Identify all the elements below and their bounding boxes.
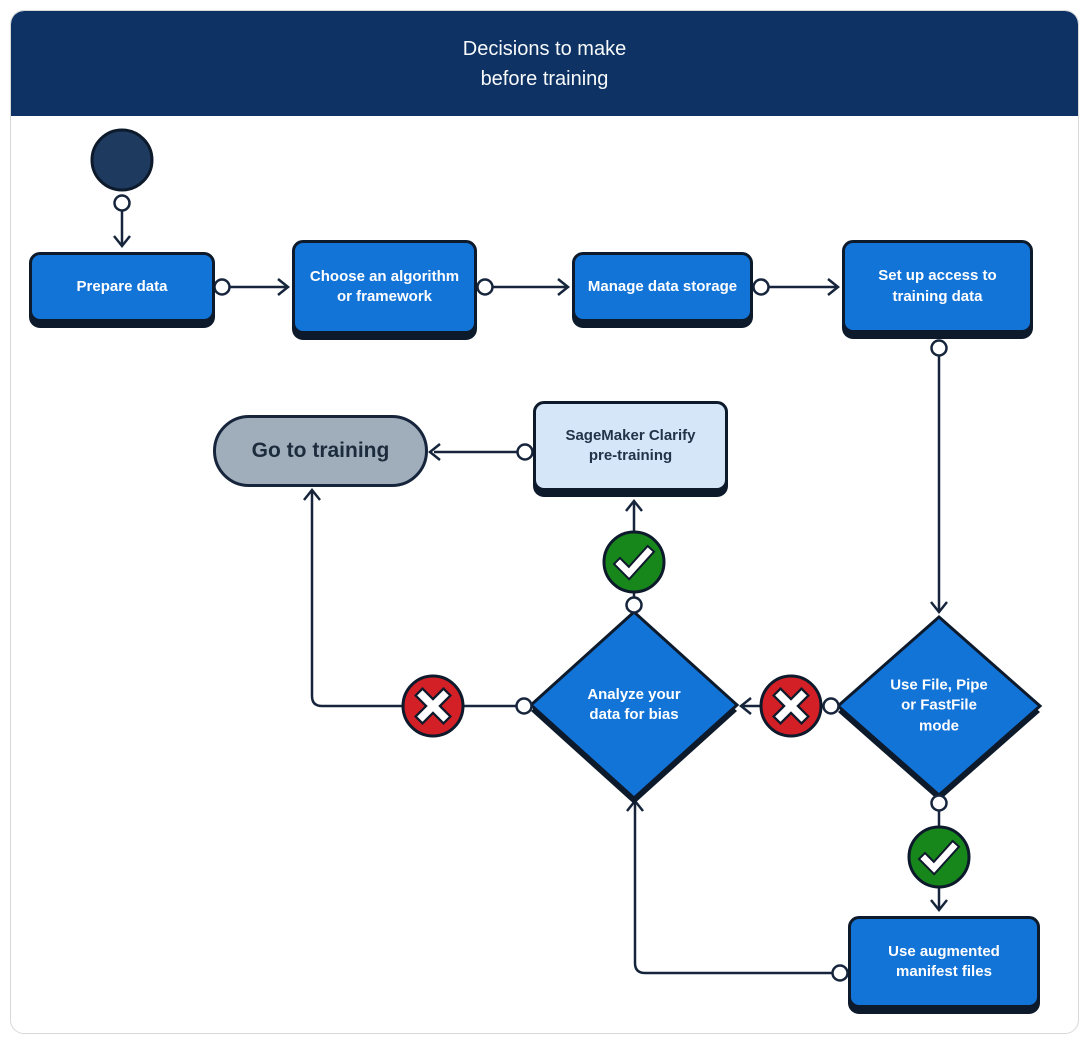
diagram-page: Decisions to make before training [10, 10, 1079, 1034]
node-sagemaker-clarify[interactable]: SageMaker Clarify pre-training [533, 401, 728, 491]
connector-port [516, 443, 534, 461]
node-label: SageMaker Clarify pre-training [565, 426, 696, 464]
diagram-header: Decisions to make before training [11, 11, 1078, 116]
edge-prepare-to-choose [230, 278, 291, 296]
edge-analyze-no-to-gotraining [303, 487, 516, 708]
connector-port [752, 278, 770, 296]
cross-icon [775, 690, 807, 722]
connector-port [113, 194, 131, 212]
node-label: Choose an algorithm or framework [309, 267, 460, 305]
node-label: Prepare data [76, 277, 168, 295]
edge-start-to-prepare [113, 211, 131, 249]
yes-badge-clarify [602, 530, 666, 594]
yes-badge-augmented [907, 825, 971, 889]
edges [113, 211, 948, 975]
connector-port [213, 278, 231, 296]
node-label: Use augmented manifest files [888, 942, 1000, 980]
edge-manage-to-setup [769, 278, 841, 296]
connector-ports [113, 194, 948, 982]
start-node-circle [90, 128, 154, 192]
connector-port [515, 697, 533, 715]
diagram-title: Decisions to make before training [462, 37, 627, 90]
node-setup-access[interactable]: Set up access to training data [842, 240, 1033, 333]
node-go-to-training[interactable]: Go to training [213, 415, 428, 487]
connector-port [930, 339, 948, 357]
node-augmented-manifest[interactable]: Use augmented manifest files [848, 916, 1040, 1008]
cross-icon [417, 690, 449, 722]
node-prepare-data[interactable]: Prepare data [29, 252, 215, 322]
check-icon [615, 547, 653, 578]
edge-augmented-to-analyze [626, 798, 832, 975]
check-icon [920, 842, 958, 873]
node-choose-algorithm[interactable]: Choose an algorithm or framework [292, 240, 477, 334]
connector-port [831, 964, 849, 982]
connector-port [822, 697, 840, 715]
node-manage-data-storage[interactable]: Manage data storage [572, 252, 753, 322]
node-label: Set up access to training data [878, 267, 997, 305]
edge-choose-to-manage [493, 278, 571, 296]
no-badge-right [759, 674, 823, 738]
decision-file-pipe-fastfile[interactable] [835, 615, 1043, 801]
decision-analyze-bias[interactable] [528, 609, 740, 804]
edge-clarify-to-gotraining [427, 443, 517, 461]
edge-setup-to-usefile [930, 356, 948, 615]
node-label: Go to training [251, 438, 390, 462]
connector-port [625, 596, 643, 614]
node-label: Manage data storage [587, 277, 738, 295]
connector-port [930, 794, 948, 812]
connector-port [476, 278, 494, 296]
diamond-shape[interactable] [528, 609, 740, 801]
diamond-shape[interactable] [835, 615, 1043, 797]
no-badge-left [401, 674, 465, 738]
